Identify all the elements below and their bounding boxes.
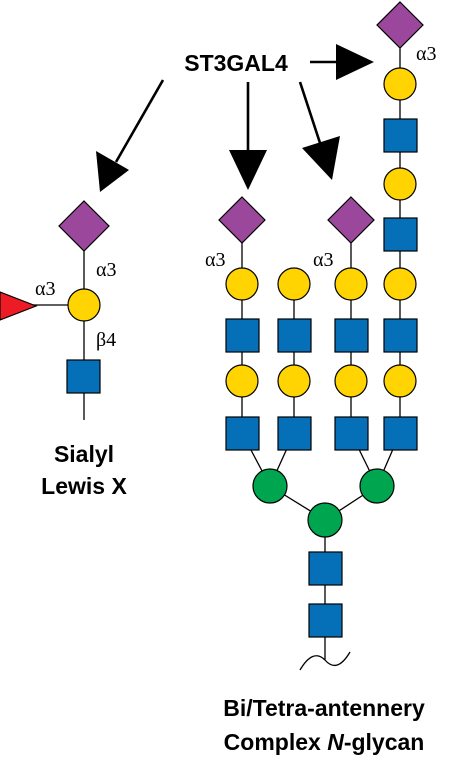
galactose-circle — [225, 364, 259, 398]
glcnac-square — [383, 416, 418, 451]
galactose-circle — [334, 267, 368, 301]
arrow-left-head — [96, 151, 129, 192]
galactose-circle — [225, 267, 259, 301]
sialic-acid-diamond — [218, 196, 266, 244]
mannose-circle-core — [307, 502, 343, 538]
right-structure-title-line2: Complex N-glycan — [224, 729, 425, 755]
symbols — [0, 1, 424, 638]
galactose-circle — [277, 267, 311, 301]
glcnac-square — [277, 416, 312, 451]
galactose-circle — [383, 364, 417, 398]
right-structure-title-line1: Bi/Tetra-antennery — [223, 695, 425, 721]
reducing-end-squiggle — [299, 651, 351, 671]
arrow-top-head — [336, 44, 374, 80]
glcnac-square — [334, 416, 369, 451]
sialic-acid-diamond — [58, 200, 110, 252]
arrow-center-head — [229, 150, 267, 190]
glcnac-square — [383, 318, 418, 353]
left-structure-title-line2: Lewis X — [41, 473, 127, 499]
fucose-triangle — [0, 291, 38, 321]
glcnac-square — [225, 416, 260, 451]
galactose-circle — [277, 364, 311, 398]
left-structure-title-line1: Sialyl — [54, 441, 114, 467]
arrows — [96, 44, 374, 192]
glcnac-square — [225, 318, 260, 353]
glcnac-square-core — [308, 603, 343, 638]
link-label-right-branch-right: α3 — [313, 249, 333, 271]
arrow-right-shaft — [298, 81, 322, 144]
glcnac-square — [383, 118, 418, 153]
link-label-left-fucose: α3 — [35, 278, 55, 300]
sialic-acid-diamond — [327, 196, 375, 244]
galactose-circle — [383, 67, 417, 101]
mannose-circle-left — [252, 468, 288, 504]
enzyme-label: ST3GAL4 — [184, 50, 288, 76]
sialic-acid-diamond — [376, 1, 424, 49]
right-title-italic-n: N — [327, 729, 344, 755]
right-title-suffix: -glycan — [344, 729, 425, 755]
arrow-right-head — [302, 136, 340, 180]
right-title-prefix: Complex — [224, 729, 328, 755]
labels: ST3GAL4 α3 α3 β4 α3 α3 α3 Sialyl Lewis X… — [35, 43, 436, 755]
galactose-circle — [383, 267, 417, 301]
glcnac-square — [334, 318, 369, 353]
link-label-left-sialic: α3 — [96, 259, 116, 281]
link-label-left-glcnac: β4 — [96, 329, 116, 351]
galactose-circle — [67, 288, 101, 322]
galactose-circle — [334, 364, 368, 398]
link-label-right-branch-left: α3 — [205, 249, 225, 271]
arrow-left-shaft — [114, 79, 165, 163]
glcnac-square — [277, 318, 312, 353]
glcnac-square-core — [308, 551, 343, 586]
link-label-right-top: α3 — [416, 43, 436, 65]
galactose-circle — [383, 167, 417, 201]
mannose-circle-right — [359, 468, 395, 504]
glcnac-square — [383, 217, 418, 252]
glcnac-square — [66, 359, 101, 394]
